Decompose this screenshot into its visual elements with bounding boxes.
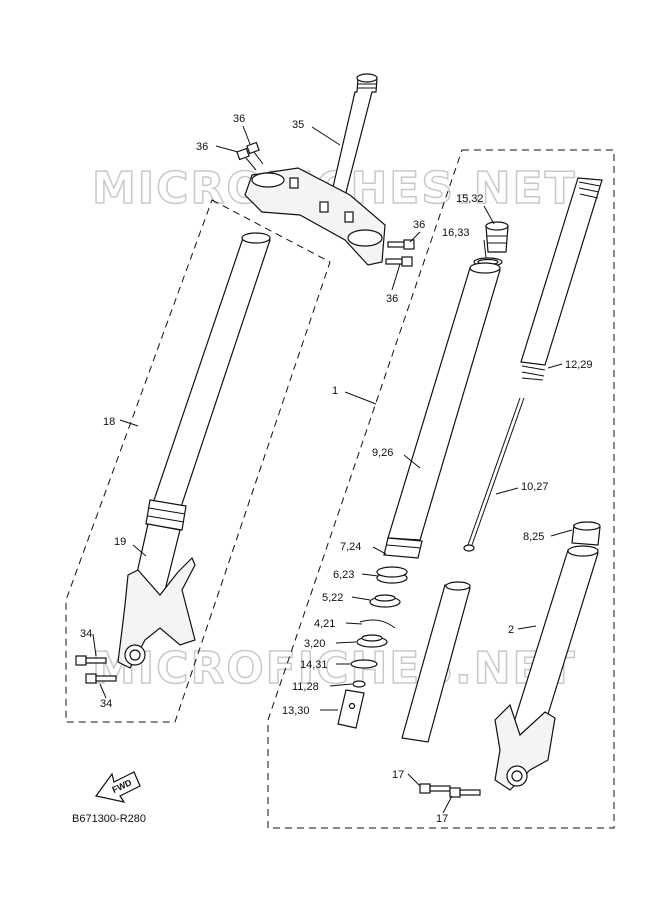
seat — [352, 680, 366, 688]
oil-lock-piece — [337, 689, 365, 729]
dust-seal — [376, 566, 408, 584]
callout-17-upper: 17 — [392, 769, 404, 781]
callout-16-33: 16,33 — [442, 227, 470, 239]
right-pinch-bolt-lower — [449, 787, 481, 798]
circlip — [359, 619, 396, 629]
callout-6-23: 6,23 — [333, 569, 354, 581]
callout-8-25: 8,25 — [523, 531, 544, 543]
callout-15-32: 15,32 — [456, 193, 484, 205]
leader-lines — [92, 125, 573, 814]
callout-36-upper-b: 36 — [196, 141, 208, 153]
callout-labels: 35 36 36 36 36 15,32 16,33 12,29 1 18 9,… — [80, 113, 593, 825]
callout-11-28: 11,28 — [292, 681, 319, 693]
callout-19: 19 — [114, 536, 126, 548]
callout-36-lower-b: 36 — [386, 293, 398, 305]
left-fork-dust-seal — [145, 499, 187, 531]
left-pinch-bolt-lower — [85, 673, 117, 684]
callout-4-21: 4,21 — [314, 618, 335, 630]
left-fork-axle-bracket — [117, 556, 196, 669]
callout-34-lower: 34 — [100, 698, 112, 710]
watermark-bottom: MICROFICHES.NET — [92, 643, 577, 694]
damper-rod — [463, 397, 525, 552]
bracket-bolt-lower-b — [385, 256, 413, 267]
washer — [350, 659, 378, 669]
callout-3-20: 3,20 — [304, 638, 325, 650]
callout-13-30: 13,30 — [282, 705, 310, 717]
right-fork-assembly-boundary — [267, 149, 615, 829]
oil-seal-clip — [369, 594, 401, 608]
left-fork-assembly-boundary — [65, 199, 331, 723]
right-inner-tube — [387, 262, 501, 541]
cartridge — [401, 581, 471, 743]
slide-bushing — [571, 521, 601, 546]
fork-spring — [520, 177, 603, 381]
callout-14-31: 14,31 — [300, 659, 328, 671]
callout-5-22: 5,22 — [322, 592, 343, 604]
callout-1: 1 — [332, 385, 338, 397]
callout-7-24: 7,24 — [340, 541, 361, 553]
callout-18: 18 — [103, 416, 115, 428]
bracket-bolt-upper-b — [236, 147, 257, 171]
under-bracket — [244, 167, 386, 266]
callout-34-upper: 34 — [80, 628, 92, 640]
cap-bolt — [485, 221, 509, 253]
callout-36-lower-a: 36 — [413, 219, 425, 231]
oil-seal — [356, 634, 388, 648]
forward-direction-arrow: FWD — [94, 771, 141, 803]
bracket-bolt-upper-a — [246, 141, 264, 165]
callout-10-27: 10,27 — [521, 481, 549, 493]
right-pinch-bolt-upper — [419, 783, 451, 794]
callout-36-upper-a: 36 — [233, 113, 245, 125]
left-fork-inner-tube — [151, 232, 271, 511]
callout-35: 35 — [292, 119, 304, 131]
callout-17-lower: 17 — [436, 813, 448, 825]
diagram-code: B671300-R280 — [72, 813, 146, 825]
callout-12-29: 12,29 — [565, 359, 593, 371]
left-pinch-bolt-upper — [75, 655, 107, 666]
right-dust-seal-on-tube — [383, 537, 423, 559]
bracket-bolt-lower-a — [387, 239, 415, 250]
callout-2: 2 — [508, 624, 514, 636]
callout-9-26: 9,26 — [372, 447, 393, 459]
right-axle-bracket — [494, 703, 556, 791]
